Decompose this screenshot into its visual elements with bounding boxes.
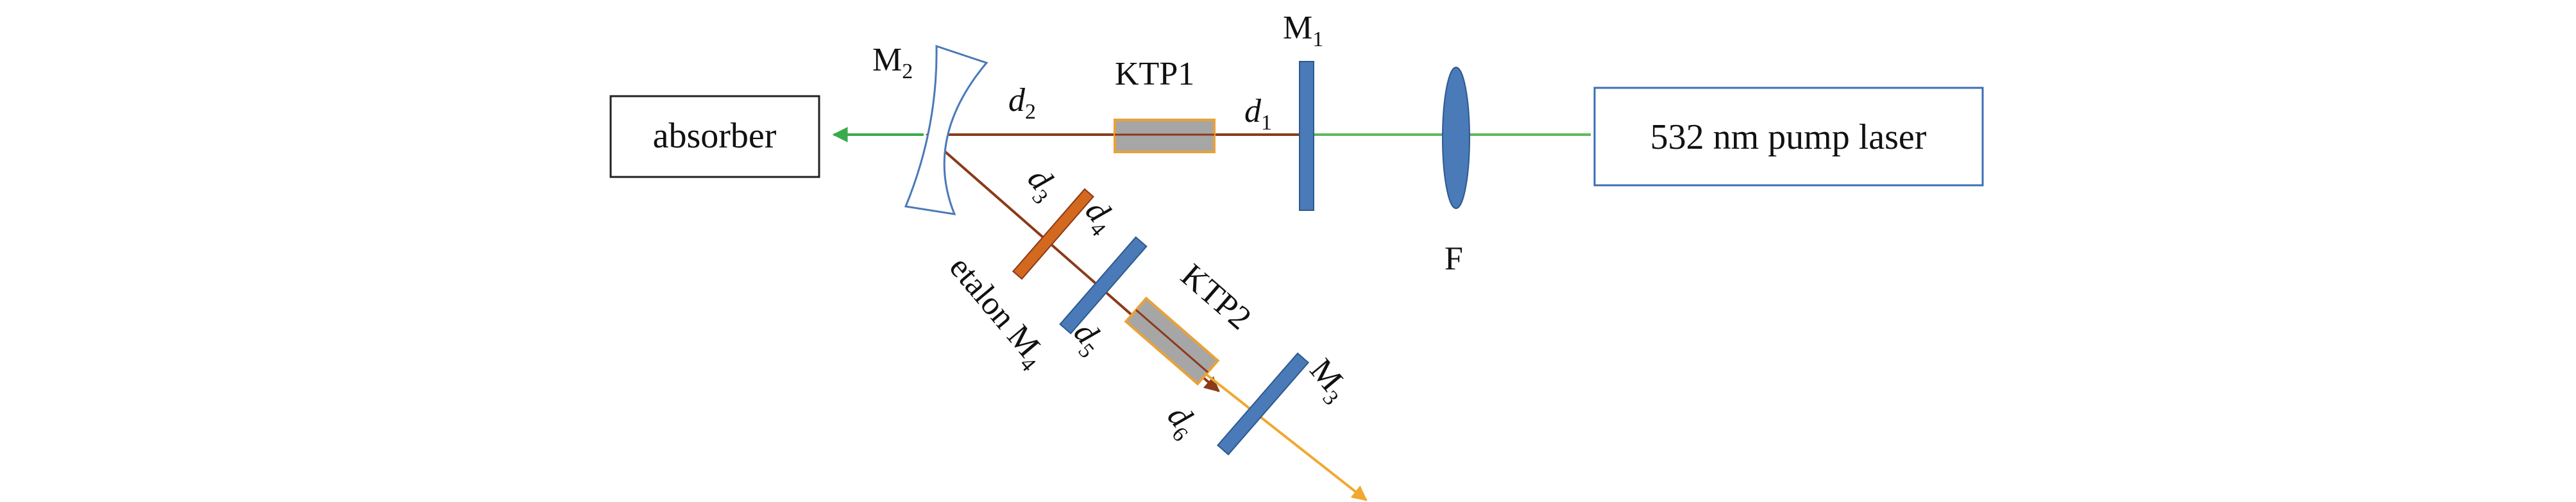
mirror-m1 bbox=[1299, 61, 1314, 211]
label-ktp2: KTP2 bbox=[1174, 257, 1258, 337]
mirror-m4 bbox=[1059, 236, 1148, 335]
label-m2: M2 bbox=[872, 42, 913, 83]
absorber-label: absorber bbox=[653, 116, 777, 156]
label-ktp1: KTP1 bbox=[1115, 56, 1194, 92]
label-d3: d3 bbox=[1017, 161, 1066, 209]
lens-f bbox=[1442, 67, 1470, 209]
label-d2: d2 bbox=[1008, 82, 1036, 124]
ktp1-crystal bbox=[1114, 119, 1216, 153]
ktp2-crystal bbox=[1124, 296, 1220, 386]
mirror-m2 bbox=[904, 44, 988, 215]
label-m3: M3 bbox=[1299, 352, 1357, 410]
etalon-plate bbox=[1012, 188, 1094, 280]
label-f: F bbox=[1445, 240, 1463, 277]
label-etalon-m4: etalon M4 bbox=[938, 249, 1054, 376]
absorber-box: absorber bbox=[609, 95, 820, 178]
label-d1: d1 bbox=[1244, 93, 1272, 135]
label-d6: d6 bbox=[1157, 398, 1206, 446]
mirror-m3 bbox=[1216, 352, 1310, 456]
label-m1: M1 bbox=[1283, 10, 1323, 51]
pump-laser-box: 532 nm pump laser bbox=[1593, 87, 1984, 187]
pump-laser-label: 532 nm pump laser bbox=[1650, 117, 1927, 157]
m2-curved-mirror-shape bbox=[904, 44, 988, 215]
